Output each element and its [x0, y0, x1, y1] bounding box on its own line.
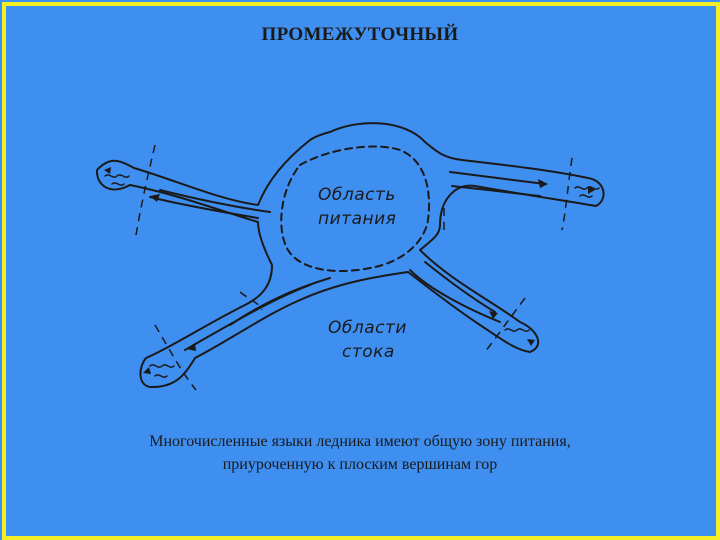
glacier-outline: [95, 122, 605, 389]
accumulation-zone-boundary: [280, 145, 431, 272]
caption-line-1: Многочисленные языки ледника имеют общую…: [149, 433, 571, 450]
accumulation-label-line1: Область: [318, 185, 396, 205]
accumulation-label-line2: питания: [318, 209, 396, 229]
ablation-label-line2: стока: [342, 342, 395, 362]
slide-caption: Многочисленные языки ледника имеют общую…: [60, 430, 660, 476]
slide-title: ПРОМЕЖУТОЧНЫЙ: [261, 24, 459, 45]
caption-line-2: приуроченную к плоским вершинам гор: [222, 456, 498, 473]
ablation-label-line1: Области: [328, 318, 407, 338]
